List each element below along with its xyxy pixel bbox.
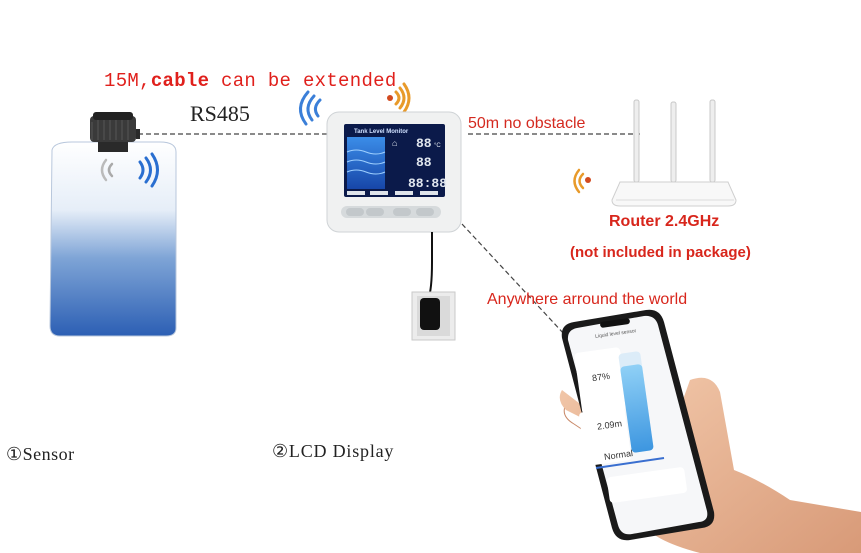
internet-link-line — [461, 223, 566, 336]
range-label: 50m no obstacle — [468, 115, 586, 132]
router-icon — [611, 99, 737, 207]
lcd-screen-title: Tank Level Monitor — [354, 129, 409, 135]
svg-text:°C: °C — [434, 143, 441, 149]
tank-icon — [49, 141, 177, 337]
lcd-display-icon: ⌂ 88 °C 88 88:88 — [326, 111, 462, 233]
sensor-caption: ①Sensor — [6, 444, 75, 464]
svg-text:88:88: 88:88 — [408, 176, 447, 191]
wifi-icon — [387, 82, 411, 114]
cable-bold-word: cable — [150, 70, 210, 92]
remote-access-label: Anywhere arround the world — [487, 291, 688, 308]
wifi-icon — [573, 168, 591, 194]
cable-extension-label: 15M,cable can be extended — [104, 70, 397, 92]
cable-suffix: can be extended — [209, 70, 397, 92]
wifi-icon — [100, 152, 159, 188]
wifi-icon — [299, 90, 322, 126]
lcd-caption: ②LCD Display — [272, 441, 395, 461]
phone-level-bar — [620, 364, 654, 453]
router-label: Router 2.4GHz — [609, 213, 720, 230]
router-note-label: (not included in package) — [570, 244, 751, 261]
cable-prefix: 15M, — [104, 70, 151, 92]
svg-text:88: 88 — [416, 136, 432, 151]
connection-lines — [138, 133, 640, 336]
power-adapter-icon — [411, 232, 456, 341]
rs485-label: RS485 — [190, 101, 250, 126]
smartphone-icon — [561, 309, 715, 541]
svg-text:⌂: ⌂ — [392, 139, 397, 149]
svg-text:88: 88 — [416, 155, 432, 170]
sensor-icon — [90, 112, 140, 152]
